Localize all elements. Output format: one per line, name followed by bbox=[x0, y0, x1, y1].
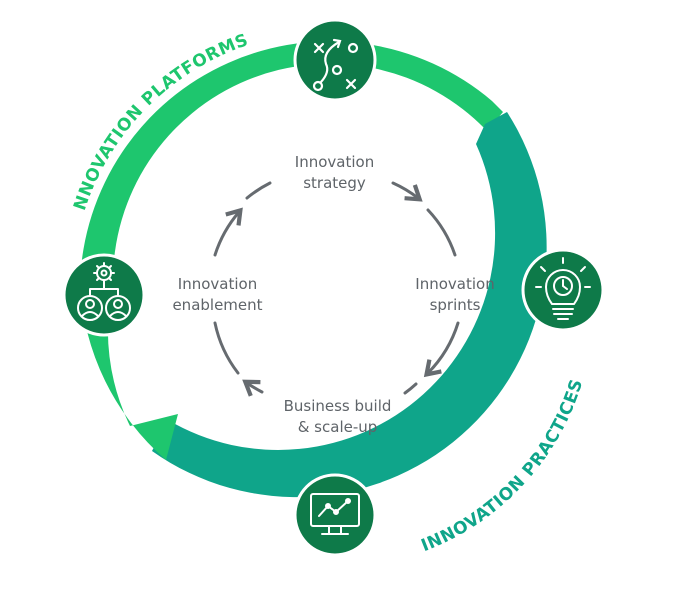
ring-segment-platforms bbox=[80, 41, 503, 285]
cycle-arrow-enablement-to-strategy bbox=[213, 207, 243, 257]
monitor-chart-icon bbox=[310, 493, 360, 535]
icon-node-left bbox=[62, 253, 146, 337]
cycle-arrow-sprints-to-build bbox=[423, 321, 460, 378]
step-innovation-enablement: Innovation enablement bbox=[172, 275, 263, 314]
step-business-build: Business build & scale-up bbox=[283, 397, 392, 436]
icon-node-top bbox=[293, 18, 377, 102]
cycle-arrow-strategy-to-sprints bbox=[391, 181, 423, 202]
lightbulb-clock-icon bbox=[535, 257, 591, 320]
cycle-arrow-right-upper bbox=[426, 208, 457, 257]
icon-node-right bbox=[521, 248, 605, 332]
step-innovation-strategy: Innovation strategy bbox=[294, 153, 375, 192]
cycle-arrow-left-lower bbox=[213, 321, 240, 375]
ring-segment-practices bbox=[152, 112, 547, 498]
cycle-arrow-right-lower bbox=[403, 382, 418, 395]
team-gear-icon bbox=[77, 262, 131, 321]
inner-cycle bbox=[213, 181, 460, 397]
step-innovation-sprints: Innovation sprints bbox=[415, 275, 495, 314]
cycle-arrow-left-upper bbox=[245, 181, 272, 200]
cycle-arrow-build-to-enablement bbox=[242, 379, 264, 397]
strategy-play-icon bbox=[312, 38, 359, 92]
icon-node-bottom bbox=[293, 473, 377, 557]
